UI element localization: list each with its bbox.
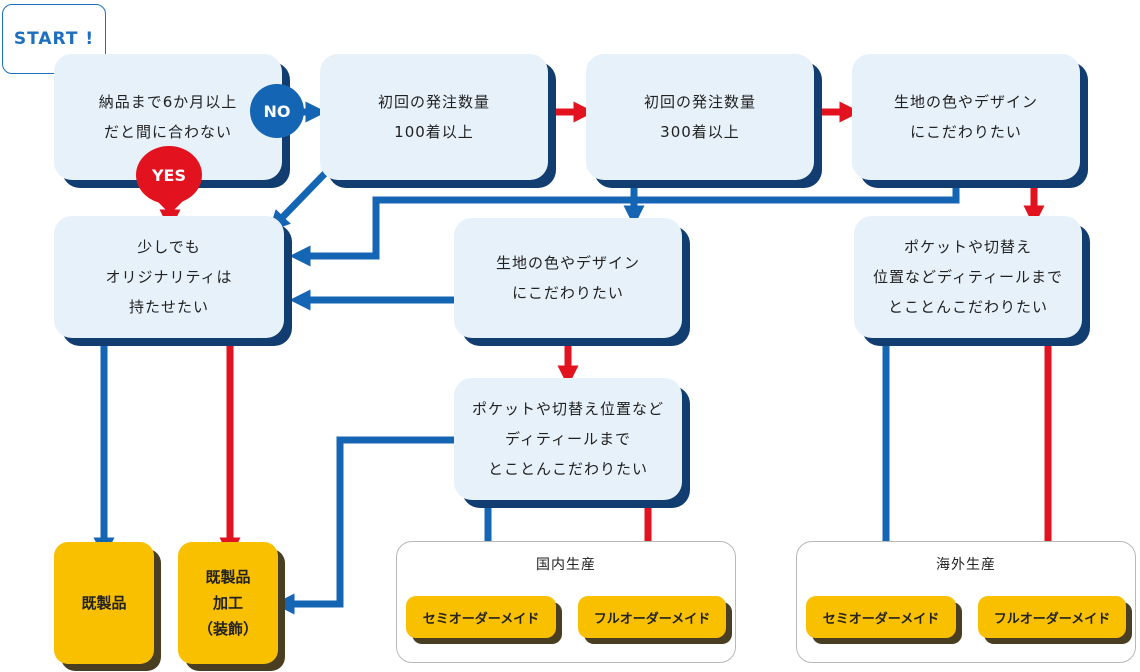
- result-domestic-full-order: フルオーダーメイド: [578, 596, 726, 638]
- no-badge: NO: [250, 84, 304, 138]
- no-badge-label: NO: [263, 101, 291, 121]
- result-overseas-semi-order-text: セミオーダーメイド: [822, 611, 940, 627]
- group-domestic-label: 国内生産: [536, 557, 596, 573]
- result-overseas-full-order-text: フルオーダーメイド: [993, 611, 1111, 627]
- result-ready-made: 既製品: [54, 542, 154, 664]
- question-fabric-design-top: 生地の色やデザイン にこだわりたい: [852, 54, 1080, 180]
- result-processing-text: 既製品 加工 （装飾）: [197, 568, 258, 638]
- result-domestic-semi-order-text: セミオーダーメイド: [422, 611, 540, 627]
- question-originality: 少しでも オリジナリティは 持たせたい: [54, 216, 284, 338]
- question-order-300: 初回の発注数量 300着以上: [586, 54, 814, 180]
- arrow-q7-processing: [273, 436, 454, 615]
- question-order-100: 初回の発注数量 100着以上: [320, 54, 548, 180]
- group-overseas-label: 海外生産: [936, 557, 996, 573]
- question-lead-time-text: 納品まで6か月以上 だと間に合わない: [98, 93, 238, 141]
- question-detail-middle: ポケットや切替え位置など ディティールまで とことんこだわりたい: [454, 378, 682, 500]
- start-label: START !: [13, 29, 95, 49]
- result-ready-made-text: 既製品: [81, 594, 127, 612]
- question-fabric-design-middle-text: 生地の色やデザイン にこだわりたい: [495, 254, 640, 302]
- question-detail-right-text: ポケットや切替え 位置などディティールまで とことんこだわりたい: [872, 238, 1064, 316]
- arrow-q4-q5: [289, 180, 960, 267]
- yes-badge-label: YES: [151, 165, 187, 185]
- question-fabric-design-middle: 生地の色やデザイン にこだわりたい: [454, 218, 682, 338]
- question-fabric-design-top-text: 生地の色やデザイン にこだわりたい: [893, 93, 1038, 141]
- question-order-300-text: 初回の発注数量 300着以上: [643, 93, 756, 141]
- yes-badge: YES: [136, 146, 202, 204]
- result-domestic-semi-order: セミオーダーメイド: [406, 596, 556, 638]
- result-domestic-full-order-text: フルオーダーメイド: [593, 611, 711, 627]
- result-processing: 既製品 加工 （装飾）: [178, 542, 278, 664]
- question-originality-text: 少しでも オリジナリティは 持たせたい: [105, 238, 233, 316]
- question-order-100-text: 初回の発注数量 100着以上: [377, 93, 490, 141]
- question-detail-middle-text: ポケットや切替え位置など ディティールまで とことんこだわりたい: [471, 400, 664, 478]
- start-balloon: START !: [2, 4, 106, 74]
- result-overseas-full-order: フルオーダーメイド: [978, 596, 1126, 638]
- result-overseas-semi-order: セミオーダーメイド: [806, 596, 956, 638]
- question-detail-right: ポケットや切替え 位置などディティールまで とことんこだわりたい: [854, 216, 1082, 338]
